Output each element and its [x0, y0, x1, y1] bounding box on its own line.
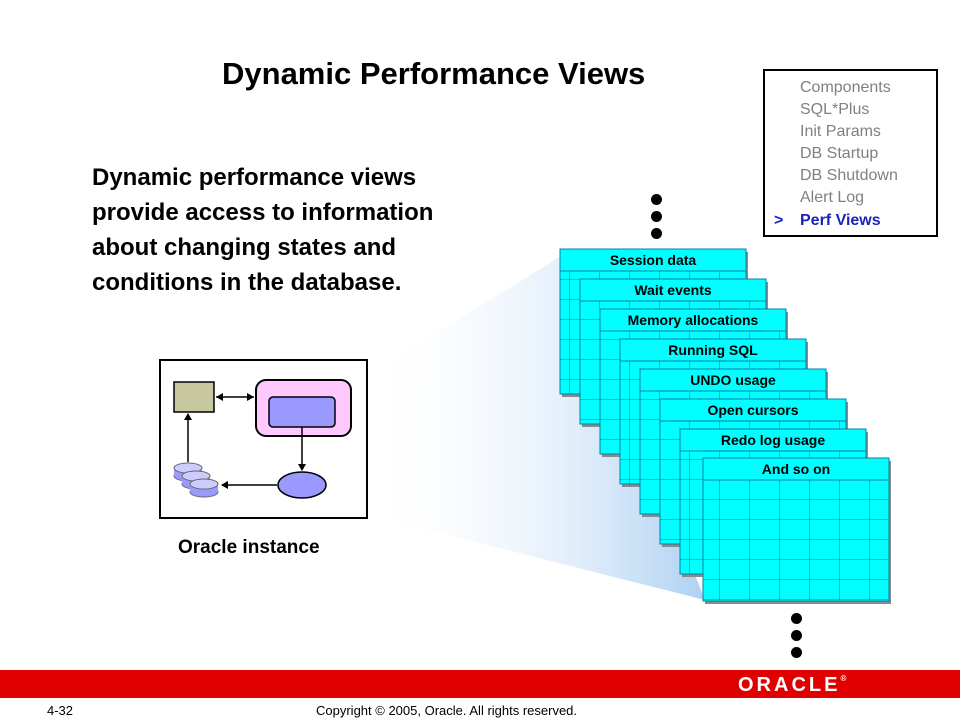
database-icon: [173, 462, 219, 498]
table-label-memory-allocations: Memory allocations: [627, 312, 759, 328]
toc-item-db-startup: DB Startup: [800, 145, 879, 162]
toc-item-alert-log: Alert Log: [800, 189, 865, 206]
toc-item-db-shutdown: DB Shutdown: [800, 167, 898, 184]
topic-navigation-box: Components SQL*Plus Init Params DB Start…: [763, 69, 938, 237]
view-table-and-so-on: [702, 457, 891, 604]
toc-item-sqlplus: SQL*Plus: [800, 101, 870, 118]
table-label-session-data: Session data: [609, 252, 697, 268]
toc-item-init-params: Init Params: [800, 123, 881, 140]
oracle-instance-caption: Oracle instance: [178, 537, 320, 558]
dot-icon: [651, 211, 662, 222]
page-number: 4-32: [47, 703, 74, 718]
copyright-notice: Copyright © 2005, Oracle. All rights res…: [316, 703, 578, 718]
table-label-wait-events: Wait events: [634, 282, 712, 298]
table-label-redo-log-usage: Redo log usage: [720, 432, 826, 448]
toc-item-components: Components: [800, 79, 891, 96]
background-process: [277, 471, 327, 499]
table-label-undo-usage: UNDO usage: [690, 372, 776, 388]
oracle-logo: ORACLE®: [738, 674, 847, 696]
dot-icon: [791, 647, 802, 658]
dot-icon: [651, 194, 662, 205]
table-label-open-cursors: Open cursors: [707, 402, 799, 418]
memory-structure: [268, 396, 336, 428]
projection-beam: [368, 253, 705, 600]
toc-item-perf-views: Perf Views: [800, 212, 881, 229]
footer-bar: [0, 670, 960, 698]
slide-title: Dynamic Performance Views: [222, 56, 646, 91]
view-table-stack: [559, 248, 891, 604]
toc-active-marker: >: [774, 212, 784, 229]
process-square: [173, 381, 215, 413]
slide-body-text: Dynamic performance views provide access…: [92, 164, 434, 296]
table-label-and-so-on: And so on: [761, 461, 831, 477]
dot-icon: [791, 613, 802, 624]
oracle-instance-box: [159, 359, 368, 519]
table-label-running-sql: Running SQL: [668, 342, 758, 358]
dot-icon: [651, 228, 662, 239]
dot-icon: [791, 630, 802, 641]
